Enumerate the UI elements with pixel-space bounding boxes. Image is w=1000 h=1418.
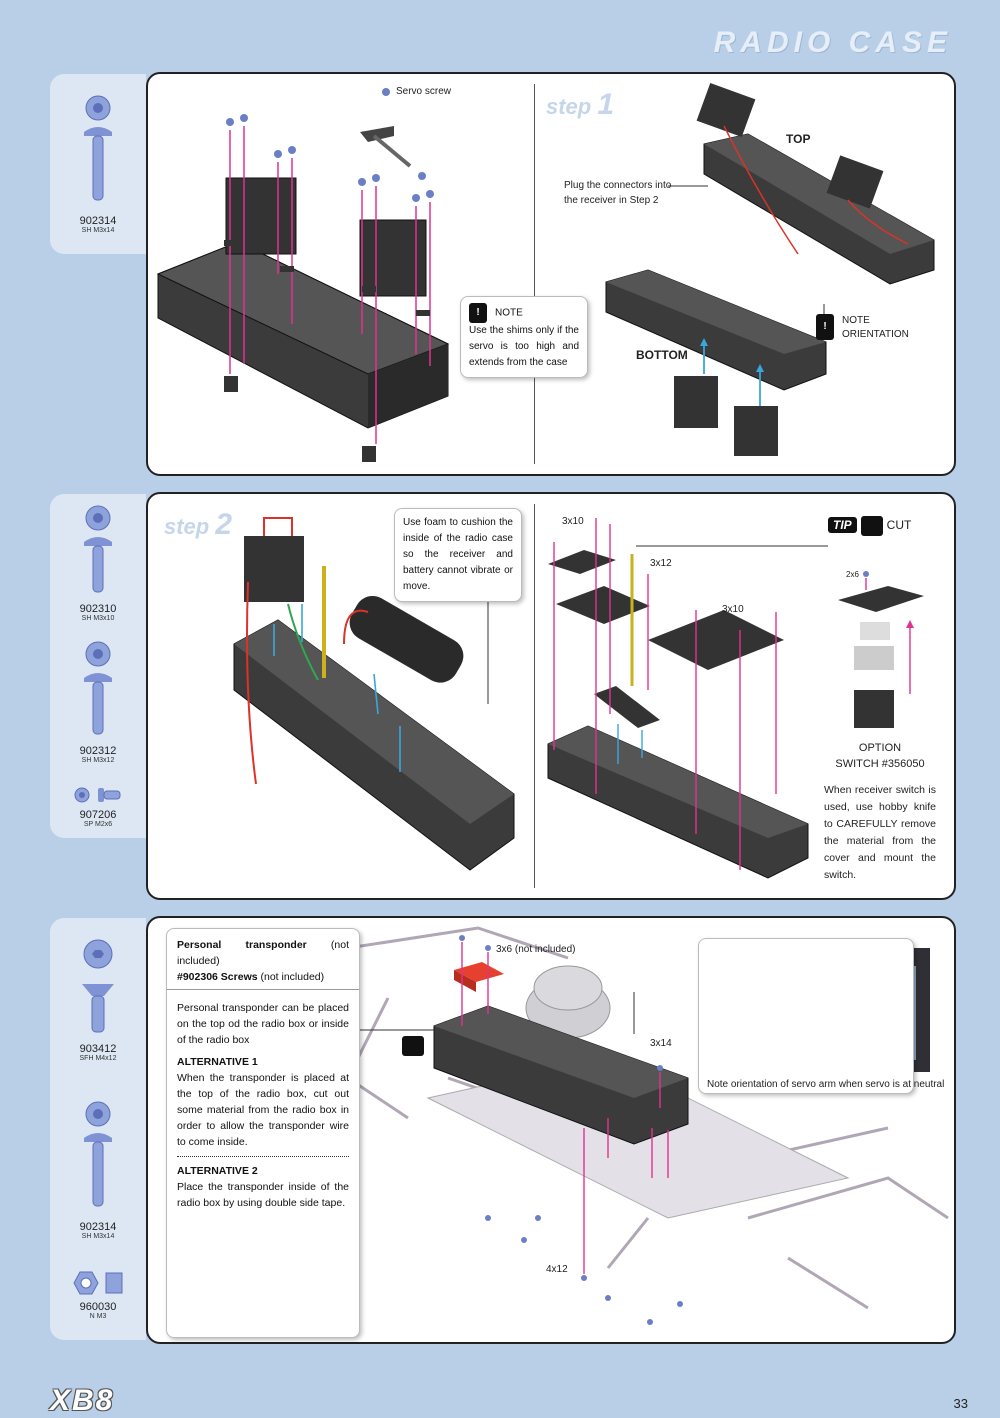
button-head-screw-icon: [84, 1101, 112, 1207]
foam-note: Use foam to cushion the inside of the ra…: [394, 508, 522, 602]
plug-text-line: Plug the connectors into: [564, 180, 672, 191]
part-desc: SH M3x14: [81, 227, 115, 234]
part-desc: SH M3x10: [81, 615, 115, 622]
instructions-header: #902306 Screws (not included): [177, 969, 349, 985]
option-line: OPTION: [858, 742, 902, 754]
note-line: NOTE: [842, 315, 870, 326]
button-head-screw-icon: [84, 641, 112, 735]
part-item: 902314 SH M3x14: [50, 1100, 146, 1241]
note-title: NOTE: [495, 307, 523, 319]
part-item: 907206 SP M2x6: [50, 786, 146, 829]
note-line: ORIENTATION: [842, 329, 909, 340]
part-desc: SH M3x14: [81, 1233, 115, 1240]
part-number: 903412: [79, 1043, 117, 1055]
screw-size-label: 3x12: [650, 558, 672, 569]
step-word: step: [546, 94, 592, 119]
flat-head-screw-icon: [82, 939, 114, 1033]
screw-size-label: 2x6: [846, 570, 859, 579]
detail-note: Note orientation of servo arm when servo…: [707, 1079, 945, 1090]
orientation-note: ! NOTE ORIENTATION: [816, 314, 909, 342]
part-number: 902314: [79, 1221, 117, 1233]
alternative-1-text: When the transponder is placed at the to…: [177, 1072, 349, 1148]
alternative-1-title: ALTERNATIVE 1: [177, 1056, 258, 1068]
step2-panel: step 2 Use foam to cushion the inside of…: [146, 492, 956, 900]
plug-connectors-label: Plug the connectors into the receiver in …: [564, 178, 671, 208]
part-item: 960030 N M3: [50, 1270, 146, 1321]
warning-icon: !: [469, 303, 487, 323]
warning-icon: !: [816, 314, 834, 340]
small-screw-icon: [74, 787, 121, 803]
step1-panel: Servo screw ! NOTE Use the shims only if …: [146, 72, 956, 476]
part-desc: SP M2x6: [83, 821, 113, 828]
option-switch-heading: OPTION SWITCH #356050: [824, 740, 936, 772]
knife-icon: [402, 1036, 424, 1056]
transponder-instructions: Personal transponder (not included) #902…: [166, 928, 360, 1338]
divider: [534, 84, 535, 464]
screw-size-label: 3x14: [650, 1038, 672, 1049]
part-number: 902310: [79, 603, 117, 615]
part-number: 907206: [79, 809, 117, 821]
part-number: 960030: [79, 1301, 117, 1313]
button-head-screw-icon: [84, 505, 112, 593]
shim-note: ! NOTE Use the shims only if the servo is…: [460, 296, 588, 378]
plug-text-line: the receiver in Step 2: [564, 195, 659, 206]
step-heading: step 2: [164, 508, 232, 542]
screw-size-label: 4x12: [546, 1264, 568, 1275]
cut-label: CUT: [886, 518, 912, 533]
header-bold: Personal transponder: [177, 939, 307, 951]
header-rest: (not included): [177, 939, 350, 967]
dotted-divider: [177, 1156, 349, 1157]
radio-case-exploded-diagram: [156, 82, 935, 462]
parts-sidebar-1: 902314 SH M3x14: [50, 74, 146, 254]
transponder-panel: Personal transponder (not included) #902…: [146, 916, 956, 1344]
nut-icon: [73, 1271, 123, 1295]
header-bold: #902306 Screws: [177, 971, 258, 983]
intro-text: Personal transponder can be placed on th…: [177, 1002, 349, 1046]
part-number: 902312: [79, 745, 117, 757]
part-number: 902314: [79, 215, 117, 227]
option-line: SWITCH #356050: [835, 758, 925, 770]
page-title: RADIO CASE: [713, 26, 952, 59]
tip-badge: TIP: [828, 517, 857, 534]
parts-sidebar-3: 903412 SFH M4x12 902314 SH M3x14 960030 …: [50, 918, 146, 1340]
part-item: 903412 SFH M4x12: [50, 938, 146, 1063]
part-item: 902312 SH M3x12: [50, 640, 146, 765]
step-number: 1: [597, 88, 615, 121]
divider: [534, 504, 535, 888]
servo-screw-label: Servo screw: [396, 86, 452, 97]
knife-icon: [860, 516, 883, 536]
instructions-divider: [167, 989, 359, 990]
step-heading: step 1: [546, 88, 614, 122]
step-word: step: [164, 514, 210, 539]
option-switch-text: When receiver switch is used, use hobby …: [824, 784, 936, 881]
screw-size-label: 3x6 (not included): [496, 944, 576, 955]
receiver-battery-diagram: [233, 517, 924, 879]
header-rest: (not included): [257, 971, 325, 983]
part-desc: SFH M4x12: [79, 1055, 117, 1062]
detail-label: DETAIL: [861, 948, 903, 962]
alternative-2-text: Place the transponder inside of the radi…: [177, 1181, 349, 1209]
note-text: Use the shims only if the servo is too h…: [469, 325, 579, 368]
screw-size-label: 3x10: [722, 604, 744, 615]
bottom-label: BOTTOM: [636, 348, 688, 362]
part-desc: N M3: [89, 1313, 107, 1320]
tip-cut-label: TIP CUT: [828, 516, 911, 536]
part-item: 902310 SH M3x10: [50, 504, 146, 623]
button-head-screw-icon: [84, 95, 112, 201]
step-number: 2: [215, 508, 233, 541]
instructions-header: Personal transponder (not included): [177, 937, 349, 969]
detail-box: DETAIL Note orientation of servo arm whe…: [698, 938, 944, 1094]
top-label: TOP: [786, 132, 811, 146]
alternative-2-title: ALTERNATIVE 2: [177, 1165, 258, 1177]
page-number: 33: [953, 1396, 968, 1411]
part-item: 902314 SH M3x14: [50, 94, 146, 235]
part-desc: SH M3x12: [81, 757, 115, 764]
parts-sidebar-2: 902310 SH M3x10 902312 SH M3x12 907206 S…: [50, 494, 146, 838]
screw-size-label: 3x10: [562, 516, 584, 527]
xb8-logo: XB8: [50, 1384, 115, 1417]
